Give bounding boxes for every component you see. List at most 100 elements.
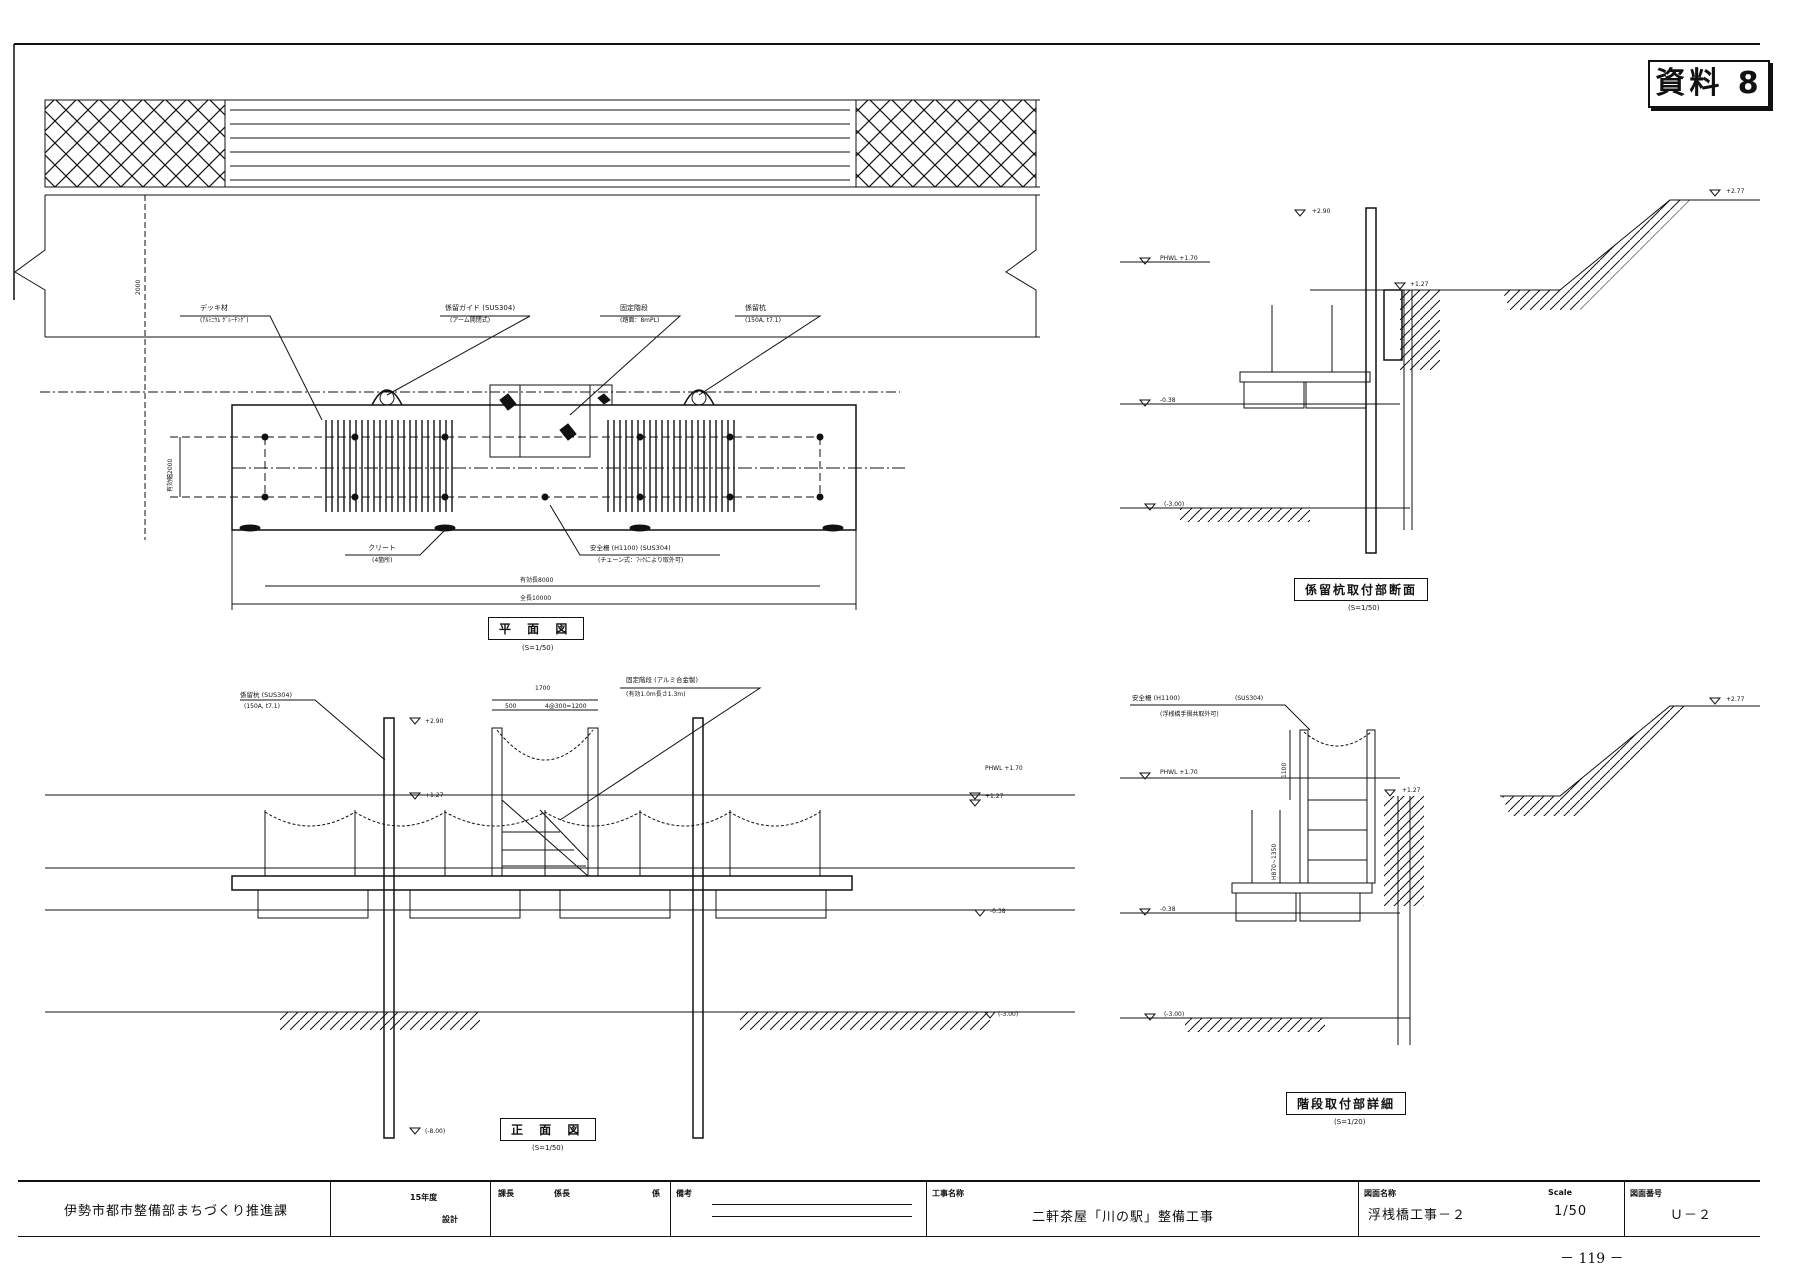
front-level-pile-mid: +1.27 — [425, 792, 444, 799]
stair-dim-v: H870~1350 — [1271, 844, 1278, 880]
front-label-mooring-pile: 係留杭 (SUS304) — [240, 690, 292, 699]
plan-view-text: デッキ材 (ｱﾙﾐﾆｳﾑ ｸﾞﾚｰﾁﾝｸﾞ) 係留ガイド (SUS304) (ア… — [135, 280, 781, 602]
stair-level-bank-mid: +1.27 — [1402, 787, 1421, 794]
front-dim-b: 4@300=1200 — [545, 703, 587, 710]
section-level-hwl: PHWL +1.70 — [1160, 255, 1198, 262]
deck-grating-left — [322, 420, 454, 512]
plan-label-railing: 安全柵 (H1100) (SUS304) — [590, 543, 671, 552]
plan-view-scale: (S=1/50) — [522, 644, 554, 652]
section-level-bank-mid: +1.27 — [1410, 281, 1429, 288]
tb-drawing-cell: 図面名称 Scale 浮桟橋工事－２ 1/50 — [1358, 1182, 1625, 1236]
tb-drawing-label: 図面名称 — [1364, 1189, 1396, 1198]
tb-scale-value: 1/50 — [1554, 1204, 1588, 1219]
document-badge: 資料 8 — [1648, 60, 1770, 108]
front-view — [45, 687, 1075, 1139]
section-level-bank-top: +2.77 — [1726, 188, 1745, 195]
stair-label-railing: 安全柵 (H1100) — [1132, 693, 1180, 702]
tb-number-cell: 図面番号 Ｕ－２ — [1624, 1182, 1760, 1236]
tb-drawing-name: 浮桟橋工事－２ — [1368, 1208, 1467, 1223]
plan-label-mooring-pile: 係留杭 — [745, 303, 766, 312]
stair-label-railing-sub: (浮桟橋手摺共取外可) — [1160, 710, 1219, 718]
section-view-scale: (S=1/50) — [1348, 604, 1380, 612]
plan-dim-width: 有効幅2000 — [166, 459, 174, 492]
tb-signature-cell: 課長 係長 係 — [490, 1182, 671, 1236]
stair-level-hwl: PHWL +1.70 — [1160, 769, 1198, 776]
tb-project-name: 二軒茶屋「川の駅」整備工事 — [1032, 1210, 1215, 1225]
plan-label-mooring-pile-sub: (150A, t7.1) — [745, 317, 781, 324]
section-level-bed: (-3.00) — [1164, 501, 1184, 508]
section-view-title: 係留杭取付部断面 — [1294, 578, 1429, 601]
title-block: 伊勢市都市整備部まちづくり推進課 15年度 設計 課長 係長 係 備考 工事名称… — [18, 1180, 1760, 1237]
front-dim-a: 500 — [505, 703, 517, 710]
front-dim-top: 1700 — [535, 685, 550, 692]
plan-label-deck: デッキ材 — [200, 303, 228, 312]
tb-organization-cell: 伊勢市都市整備部まちづくり推進課 — [18, 1182, 331, 1236]
page-number: － 119 － — [1560, 1251, 1624, 1267]
plan-dim-inner: 有効長8000 — [520, 576, 553, 584]
front-deck — [231, 875, 853, 891]
front-pile-right — [692, 717, 704, 1139]
tb-design: 設計 — [442, 1215, 458, 1224]
stair-detail-scale: (S=1/20) — [1334, 1118, 1366, 1126]
plan-label-cleat: クリート — [368, 544, 396, 552]
plan-dim-height: 2000 — [135, 280, 142, 295]
stair-level-water: -0.38 — [1160, 906, 1176, 913]
stair-detail-view — [1120, 697, 1760, 1045]
section-level-top-pile: +2.90 — [1312, 208, 1331, 215]
mooring-guide-left — [371, 389, 403, 406]
tb-number-label: 図面番号 — [1630, 1189, 1662, 1198]
revetment-hatch-right — [855, 99, 1037, 188]
sheet-frame — [13, 43, 1760, 300]
tb-staff: 係 — [652, 1189, 660, 1198]
tb-number-value: Ｕ－２ — [1670, 1208, 1713, 1223]
front-pile-left — [383, 717, 395, 1139]
plan-label-fixed-stair-sub: (踏面：8mPL) — [620, 316, 659, 324]
stair-level-bed: (-3.00) — [1164, 1011, 1184, 1018]
plan-view-title: 平 面 図 — [488, 617, 585, 640]
front-level-hwl: PHWL +1.70 — [985, 765, 1023, 772]
stair-detail-text: 安全柵 (H1100) (SUS304) (浮桟橋手摺共取外可) 1100 H8… — [1132, 693, 1745, 1018]
tb-project-label: 工事名称 — [932, 1189, 964, 1198]
revetment-stripes — [230, 109, 850, 181]
section-pile — [1365, 207, 1377, 554]
front-view-text: 係留杭 (SUS304) (150A, t7.1) 固定階段 (アルミ合金製) … — [240, 675, 1023, 1135]
front-view-scale: (S=1/50) — [532, 1144, 564, 1152]
plan-dim-total: 全長10000 — [520, 594, 551, 602]
front-level-bed: (-3.00) — [998, 1011, 1018, 1018]
front-level-bottom-pile: (-8.00) — [425, 1128, 445, 1135]
plan-label-fixed-stair: 固定階段 — [620, 303, 648, 312]
front-view-title: 正 面 図 — [500, 1118, 597, 1141]
tb-year: 15年度 — [410, 1193, 438, 1202]
plan-label-railing-sub: (チェーン式：ﾌｯｸにより取外可) — [598, 556, 683, 564]
section-view — [1120, 189, 1760, 554]
tb-sub-chief: 係長 — [554, 1189, 570, 1198]
front-label-fixed-stair-sub: (有効1.0m長さ1.3m) — [626, 690, 685, 698]
tb-remarks-cell: 備考 — [670, 1182, 927, 1236]
section-view-text: +2.90 PHWL +1.70 +2.77 +1.27 -0.38 (-3.0… — [1160, 188, 1745, 508]
plan-view — [14, 99, 1040, 610]
plan-label-deck-sub: (ｱﾙﾐﾆｳﾑ ｸﾞﾚｰﾁﾝｸﾞ) — [200, 317, 249, 324]
front-label-mooring-pile-sub: (150A, t7.1) — [244, 703, 280, 710]
mooring-guide-right — [683, 389, 715, 406]
tb-project-cell: 工事名称 二軒茶屋「川の駅」整備工事 — [926, 1182, 1359, 1236]
section-level-water: -0.38 — [1160, 397, 1176, 404]
tb-remarks-label: 備考 — [676, 1189, 692, 1198]
tb-organization: 伊勢市都市整備部まちづくり推進課 — [64, 1204, 289, 1219]
plan-label-mooring-guide: 係留ガイド (SUS304) — [445, 303, 515, 312]
tb-chief: 課長 — [498, 1189, 514, 1198]
stair-label-railing-mat: (SUS304) — [1235, 695, 1263, 702]
front-label-fixed-stair: 固定階段 (アルミ合金製) — [626, 675, 698, 684]
stair-dim-h: 1100 — [1281, 763, 1288, 778]
front-level-top-pile: +2.90 — [425, 718, 444, 725]
plan-label-mooring-guide-sub: (アーム開閉式) — [450, 316, 490, 324]
front-level-water: -0.38 — [990, 908, 1006, 915]
deck-grating-right — [606, 420, 738, 512]
revetment-hatch-left — [44, 99, 226, 188]
stair-level-bank-top: +2.77 — [1726, 696, 1745, 703]
stair-detail-title: 階段取付部詳細 — [1286, 1092, 1407, 1115]
front-level-mid: +1.27 — [985, 793, 1004, 800]
tb-scale-label: Scale — [1548, 1188, 1573, 1197]
fixed-stair-plan — [489, 384, 591, 458]
tb-year-cell: 15年度 設計 — [330, 1182, 491, 1236]
